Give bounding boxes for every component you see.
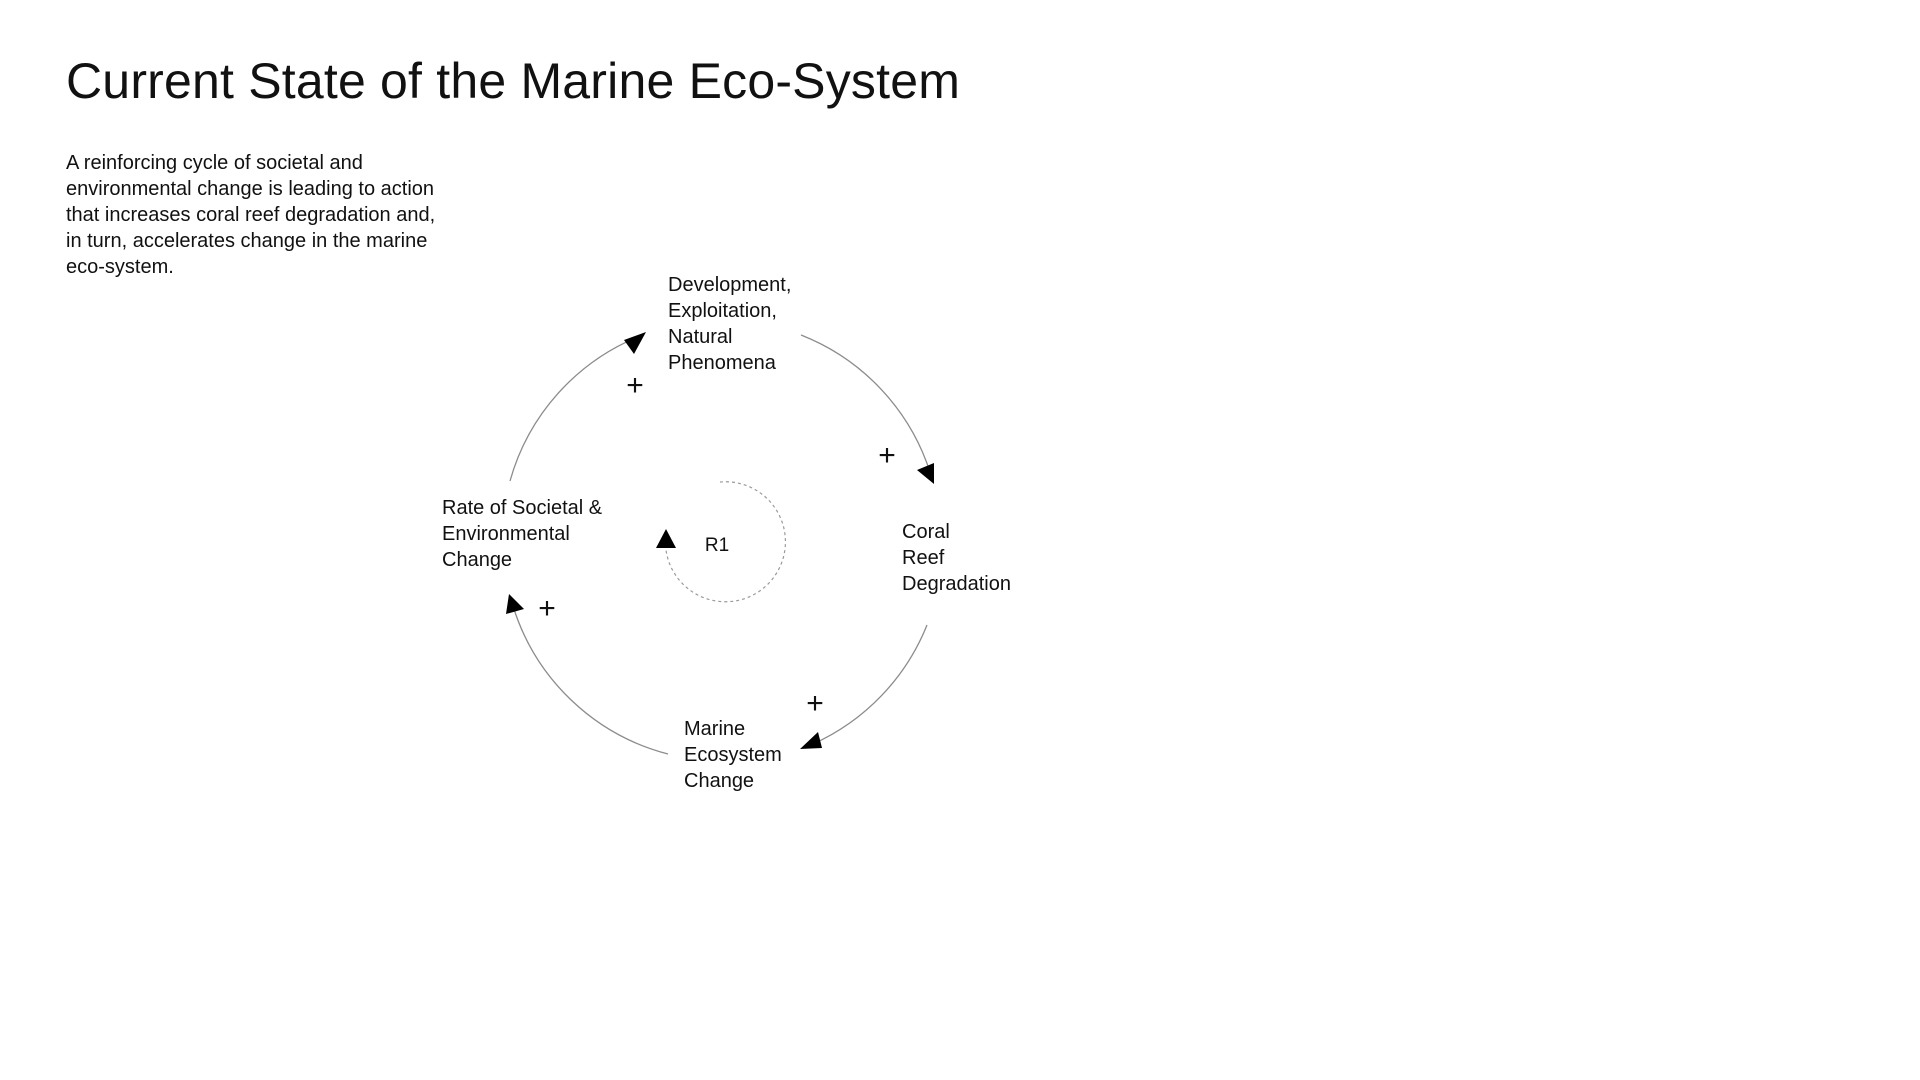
node-societal-line: Environmental xyxy=(442,523,570,545)
polarity-development-to-coral: + xyxy=(878,439,896,472)
node-coral-line: Reef xyxy=(902,547,945,569)
node-marine-line: Change xyxy=(684,770,755,792)
polarity-marine-to-societal: + xyxy=(538,592,556,625)
node-coral-line: Coral xyxy=(902,521,950,543)
page-title: Current State of the Marine Eco-System xyxy=(66,53,961,109)
arrowhead-societal xyxy=(506,594,524,614)
arc-societal-to-development xyxy=(509,335,641,482)
polarity-societal-to-development: + xyxy=(626,369,644,402)
loop-label-r1: R1 xyxy=(704,535,730,556)
node-societal-line: Rate of Societal & xyxy=(442,497,603,519)
page-description: A reinforcing cycle of societal and envi… xyxy=(66,152,436,278)
loop-indicator-arc xyxy=(665,481,786,603)
node-coral-line: Degradation xyxy=(902,573,1011,595)
node-marine-line: Ecosystem xyxy=(684,744,782,766)
arc-development-to-coral xyxy=(800,334,931,473)
node-development-line: Natural xyxy=(668,326,733,348)
node-development-line: Phenomena xyxy=(668,352,776,374)
node-societal-environmental-change: Rate of Societal & Environmental Change xyxy=(442,495,602,573)
polarity-coral-to-marine: + xyxy=(806,687,824,720)
node-development: Development, Exploitation, Natural Pheno… xyxy=(668,272,791,376)
node-development-line: Development, xyxy=(668,274,792,296)
arrowhead-marine xyxy=(800,732,822,749)
node-development-line: Exploitation, xyxy=(668,300,777,322)
arrowhead-coral xyxy=(917,463,934,484)
node-societal-line: Change xyxy=(442,549,513,571)
loop-indicator-arrowhead xyxy=(656,529,676,548)
arrowhead-development xyxy=(624,332,646,354)
arc-marine-to-societal xyxy=(512,605,669,755)
node-marine-line: Marine xyxy=(684,718,746,740)
node-coral-reef-degradation: Coral Reef Degradation xyxy=(902,519,1011,597)
arc-coral-to-marine xyxy=(812,624,928,745)
node-marine-ecosystem-change: Marine Ecosystem Change xyxy=(684,716,782,794)
